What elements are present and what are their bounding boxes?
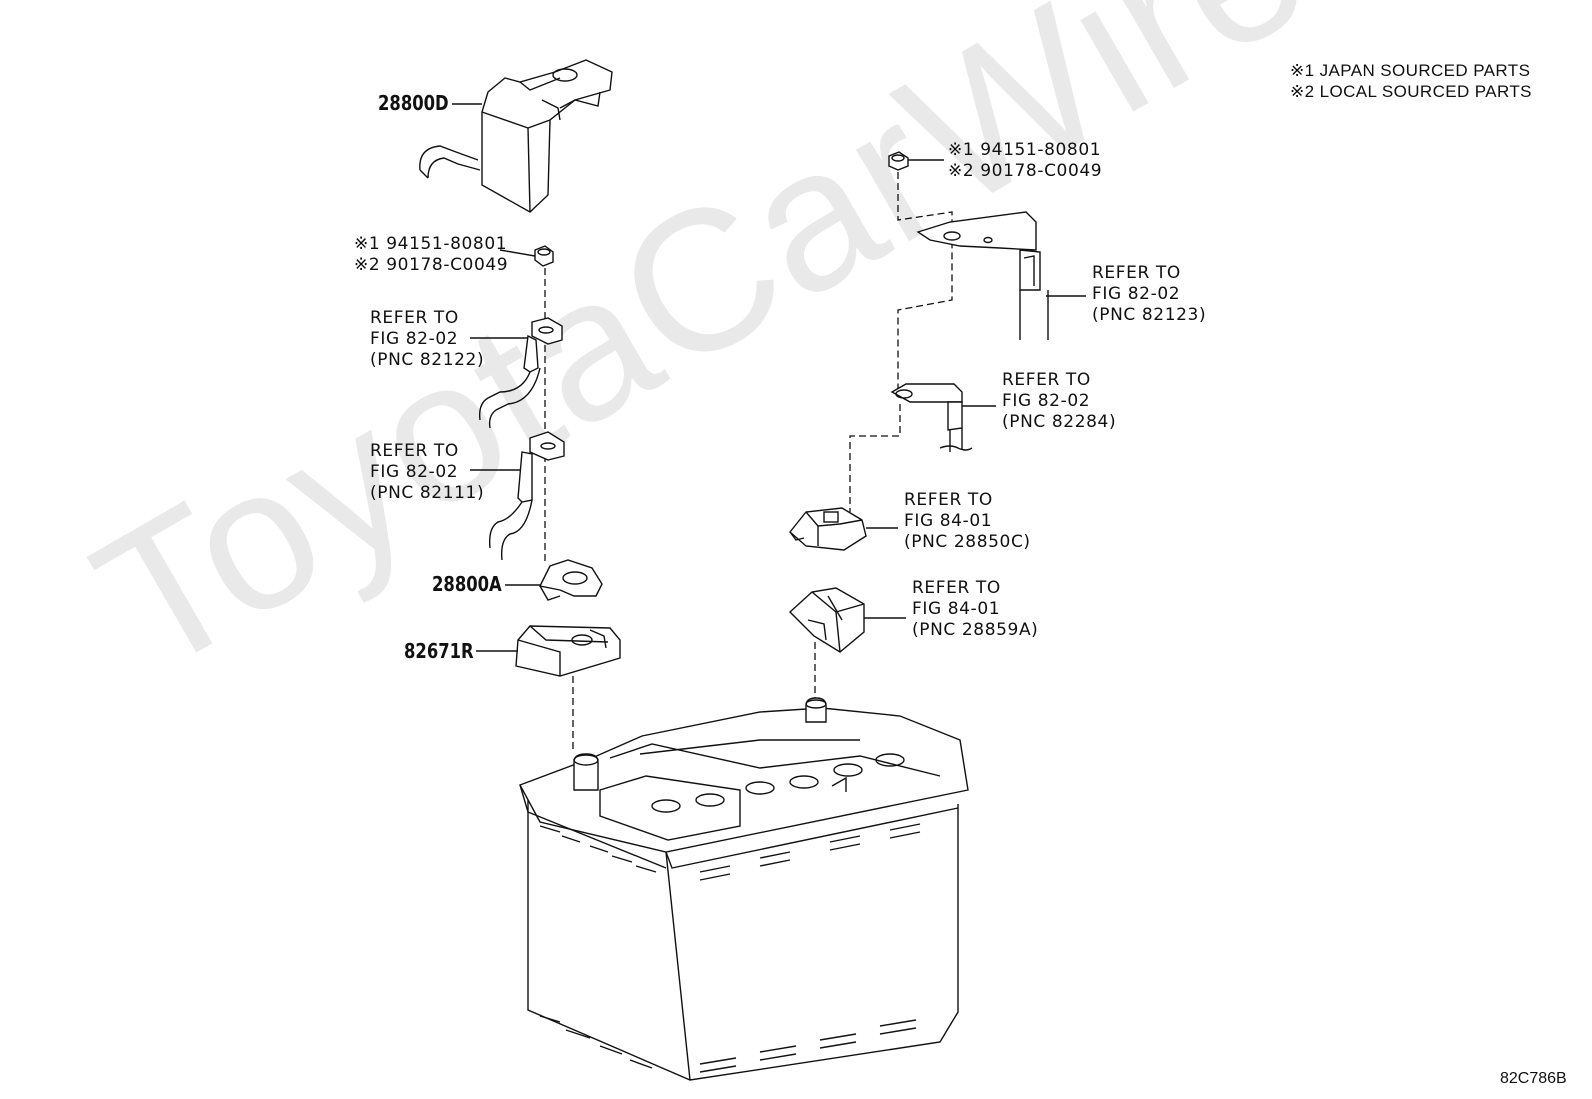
- ref-82122-line1: REFER TO: [370, 308, 459, 328]
- cable-terminal-82284-shape: [890, 383, 973, 452]
- nut-right-line2: ※2 90178-C0049: [948, 161, 1103, 181]
- ref-82123-line1: REFER TO: [1092, 263, 1181, 283]
- nut-left-line1: ※1 94151-80801: [354, 234, 508, 254]
- fuse-block-28850C-shape: [789, 507, 867, 551]
- ref-82123-line2: FIG 82-02: [1092, 284, 1181, 304]
- ref-82284-line3: (PNC 82284): [1002, 412, 1117, 432]
- ref-28859A-line3: (PNC 28859A): [912, 620, 1039, 640]
- battery-clamp-28800A-shape: [538, 559, 603, 601]
- ref-82122-line3: (PNC 82122): [370, 350, 485, 370]
- ref-28859A-line2: FIG 84-01: [912, 599, 1001, 619]
- part-number-28800A: 28800A: [432, 572, 502, 596]
- cable-terminal-82111-shape: [488, 431, 565, 561]
- ref-82111-line2: FIG 82-02: [370, 462, 459, 482]
- nut-left-line2: ※2 90178-C0049: [354, 255, 509, 275]
- ref-28850C-line3: (PNC 28850C): [904, 532, 1031, 552]
- ref-82111-line1: REFER TO: [370, 441, 459, 461]
- diagram-code: 82C786B: [1500, 1070, 1567, 1087]
- nut-left-shape: [534, 245, 554, 267]
- ref-28850C-line2: FIG 84-01: [904, 511, 993, 531]
- ref-82284-line1: REFER TO: [1002, 370, 1091, 390]
- cable-bracket-82123-shape: [916, 211, 1049, 340]
- ref-28859A-line1: REFER TO: [912, 578, 1001, 598]
- ref-82123-line3: (PNC 82123): [1092, 305, 1207, 325]
- battery-shape: [519, 697, 969, 1081]
- legend-local: ※2 LOCAL SOURCED PARTS: [1290, 82, 1532, 101]
- ref-28850C-line1: REFER TO: [904, 490, 993, 510]
- part-number-82671R: 82671R: [404, 639, 474, 663]
- ref-82111-line3: (PNC 82111): [370, 483, 485, 503]
- ref-82284-line2: FIG 82-02: [1002, 391, 1091, 411]
- ref-82122-line2: FIG 82-02: [370, 329, 459, 349]
- cable-terminal-82122-shape: [478, 317, 563, 429]
- nut-right-line1: ※1 94151-80801: [948, 140, 1102, 160]
- nut-right-shape: [888, 151, 909, 171]
- terminal-cover-shape: [419, 59, 613, 213]
- bracket-82671R-shape: [515, 625, 621, 677]
- holder-28859A-shape: [788, 587, 865, 653]
- legend-japan: ※1 JAPAN SOURCED PARTS: [1290, 61, 1531, 80]
- part-number-28800D: 28800D: [378, 91, 449, 115]
